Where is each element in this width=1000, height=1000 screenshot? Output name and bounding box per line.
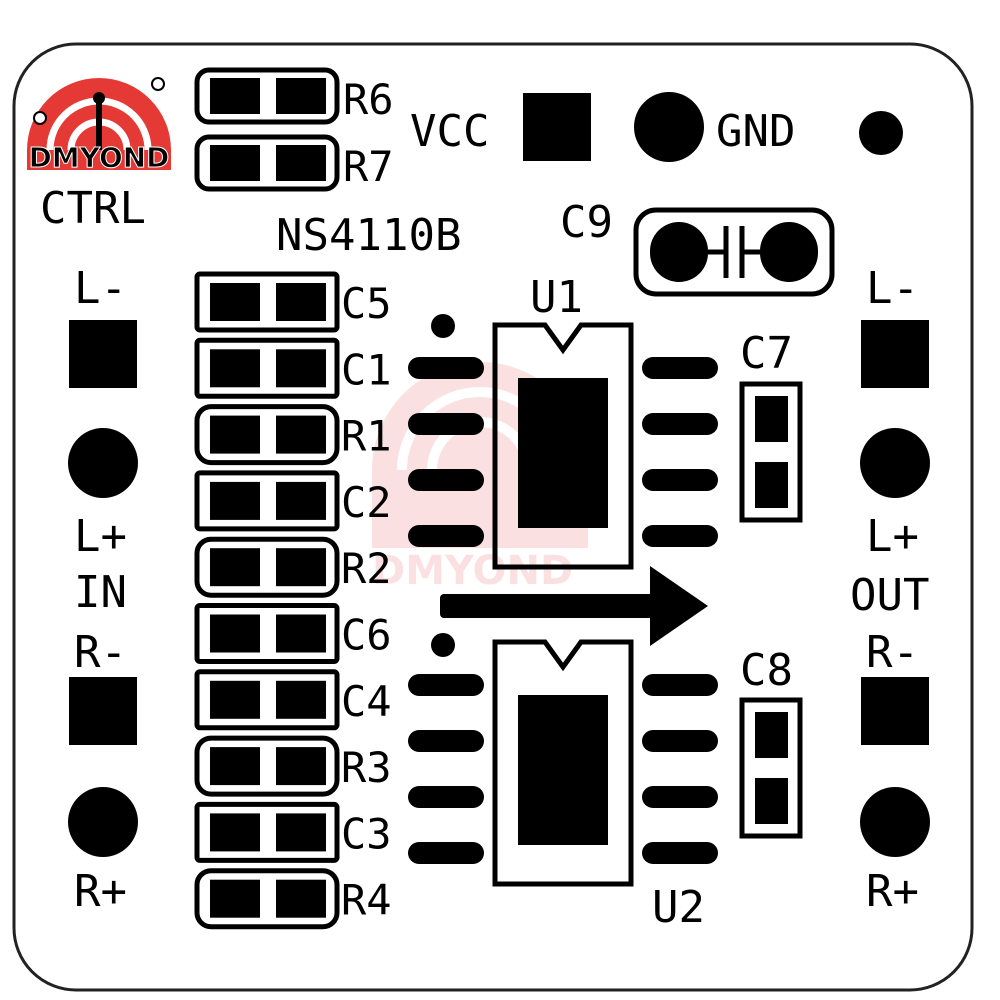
smd-pad <box>276 879 326 918</box>
u2-label: U2 <box>652 882 705 933</box>
passive-label: R1 <box>341 412 392 461</box>
r6-label: R6 <box>343 75 394 124</box>
mount-pad <box>859 111 903 155</box>
out-l-minus-pad <box>861 320 929 388</box>
footprint-outline <box>194 404 340 466</box>
smd-pad <box>276 747 326 786</box>
smd-pad <box>210 813 260 852</box>
out-r-minus-pad <box>861 677 929 745</box>
in-label: IN <box>74 567 127 618</box>
u1-label: U1 <box>530 272 583 323</box>
passive-r1: R1 <box>194 404 392 466</box>
r7-label: R7 <box>343 142 394 191</box>
out-r-plus-label: R+ <box>866 866 919 917</box>
in-l-plus-label: L+ <box>74 511 127 562</box>
passive-r2: R2 <box>194 536 392 598</box>
smd-pad <box>210 283 260 321</box>
c8-label: C8 <box>740 645 793 696</box>
footprint-outline <box>194 801 340 863</box>
smd-pad <box>210 481 260 520</box>
ctrl-resistor-r6: R6 <box>194 67 394 125</box>
smd-pad <box>210 614 260 653</box>
footprint-outline <box>194 271 340 333</box>
gnd-label: GND <box>716 106 795 157</box>
in-l-minus-label: L- <box>74 263 127 314</box>
in-r-plus-pad <box>68 787 138 857</box>
smd-pad <box>210 747 260 786</box>
passive-label: R3 <box>341 743 392 792</box>
passive-label: R2 <box>341 544 392 593</box>
smd-pad <box>276 481 326 520</box>
in-l-minus-pad <box>69 320 137 388</box>
out-l-plus-pad <box>860 428 930 498</box>
signal-arrow <box>440 566 708 646</box>
c8-capacitor <box>739 697 803 839</box>
passive-label: C3 <box>341 809 392 858</box>
passive-label: R4 <box>341 876 392 925</box>
passive-label: C1 <box>341 345 392 394</box>
passive-r4: R4 <box>194 868 392 930</box>
smd-pad <box>210 879 260 918</box>
footprint-outline <box>194 470 340 532</box>
passive-label: C5 <box>341 279 392 328</box>
out-r-minus-label: R- <box>866 627 919 678</box>
passive-label: C4 <box>341 677 392 726</box>
passive-label: C6 <box>341 611 392 660</box>
footprint-outline <box>194 669 340 731</box>
smd-pad <box>276 614 326 653</box>
footprint-outline <box>194 603 340 664</box>
passive-c1: C1 <box>194 337 392 399</box>
ctrl-resistor-r7: R7 <box>194 134 394 192</box>
passive-c4: C4 <box>194 669 392 731</box>
smd-pad <box>276 813 326 852</box>
footprint-outline <box>194 536 340 598</box>
passive-label: C2 <box>341 478 392 527</box>
c9-capacitor <box>633 207 835 297</box>
smd-pad <box>276 415 326 454</box>
out-label: OUT <box>850 570 929 621</box>
out-r-plus-pad <box>860 787 930 857</box>
smd-pad <box>276 349 326 388</box>
brand-logo: DMYOND <box>27 77 171 175</box>
vcc-label: VCC <box>410 106 489 157</box>
watermark-text: DMYOND <box>372 548 573 594</box>
gnd-pad <box>634 92 704 162</box>
u1-ic <box>408 314 718 570</box>
in-r-plus-label: R+ <box>74 866 127 917</box>
smd-pad <box>210 349 260 388</box>
c7-capacitor <box>739 381 803 523</box>
footprint-outline <box>194 337 340 399</box>
ctrl-label: CTRL <box>40 183 146 234</box>
vcc-pad <box>523 93 591 161</box>
smd-pad <box>210 680 260 719</box>
out-l-plus-label: L+ <box>866 511 919 562</box>
in-r-minus-label: R- <box>74 627 127 678</box>
footprint-outline <box>194 735 340 797</box>
out-l-minus-label: L- <box>866 263 919 314</box>
passive-c3: C3 <box>194 801 392 863</box>
smd-pad <box>210 548 260 587</box>
passive-c6: C6 <box>194 603 392 664</box>
passive-c5: C5 <box>194 271 392 333</box>
in-r-minus-pad <box>69 677 137 745</box>
in-l-plus-pad <box>68 428 138 498</box>
footprint-outline <box>194 868 340 930</box>
smd-pad <box>276 548 326 587</box>
c7-label: C7 <box>740 328 793 379</box>
chip-name-label: NS4110B <box>276 210 461 261</box>
logo-text: DMYOND <box>29 141 170 174</box>
smd-pad <box>276 283 326 321</box>
c9-label: C9 <box>560 197 613 248</box>
u2-ic <box>408 633 718 887</box>
passive-r3: R3 <box>194 735 392 797</box>
smd-pad <box>276 680 326 719</box>
smd-pad <box>210 415 260 454</box>
passive-c2: C2 <box>194 470 392 532</box>
